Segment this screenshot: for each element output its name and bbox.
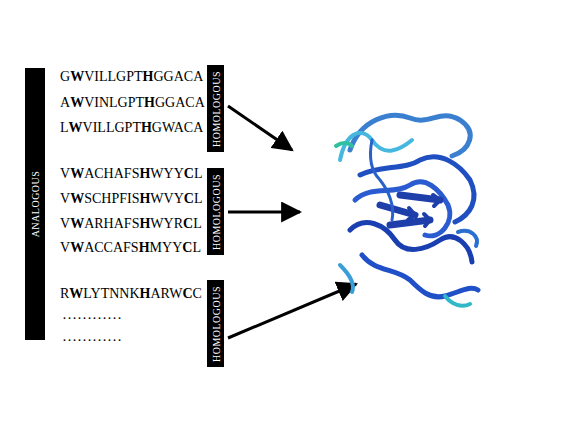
arrows xyxy=(228,106,356,338)
homologous-bar: HOMOLOGOUS xyxy=(207,168,224,255)
arrow xyxy=(228,106,292,150)
bar-label: HOMOLOGOUS xyxy=(210,173,221,249)
arrow xyxy=(228,211,300,214)
sequence-text: VWSCHPFISHWVYCL xyxy=(60,190,203,208)
sequence-text: GWVILLGPTHGGACA xyxy=(60,68,203,86)
arrow xyxy=(228,284,356,338)
bar-label: HOMOLOGOUS xyxy=(210,285,221,361)
bar-label: HOMOLOGOUS xyxy=(210,70,221,146)
protein-ribbon xyxy=(336,115,478,305)
sequence-text: LWVILLGPTHGWACA xyxy=(60,119,203,137)
sequence-text: AWVINLGPTHGGACA xyxy=(60,94,205,112)
bar-label: ANALOGOUS xyxy=(30,171,41,238)
analogous-bar: ANALOGOUS xyxy=(25,68,45,340)
sequence-text: VWARHAFSHWYRCL xyxy=(60,215,202,233)
sequence-text: RWLYTNNKHARWCC xyxy=(60,285,202,303)
homologous-bar: HOMOLOGOUS xyxy=(207,280,224,367)
sequence-text: ………… xyxy=(62,327,122,345)
sequence-text: VWACCAFSHMYYCL xyxy=(60,239,201,257)
sequence-text: VWACHAFSHWYYCL xyxy=(60,165,202,183)
sequence-text: ………… xyxy=(62,305,122,323)
homologous-bar: HOMOLOGOUS xyxy=(207,65,224,152)
